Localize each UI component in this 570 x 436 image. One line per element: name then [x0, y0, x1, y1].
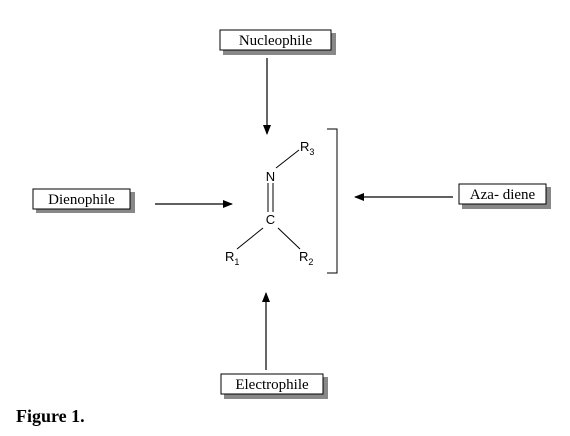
electrophile-label: Electrophile — [235, 377, 309, 393]
r1-group: R1 — [225, 249, 239, 267]
aza-diene-label: Aza- diene — [470, 187, 536, 203]
imine-structure: N C R3 R1 R2 — [225, 139, 314, 267]
r3-group: R3 — [300, 139, 314, 157]
r2-group: R2 — [299, 249, 313, 267]
aza-diene-box: Aza- diene — [458, 183, 551, 209]
nucleophile-box: Nucleophile — [219, 29, 336, 55]
dienophile-box: Dienophile — [32, 188, 135, 213]
right-bracket — [327, 128, 338, 274]
figure-caption: Figure 1. — [16, 406, 85, 426]
dienophile-label: Dienophile — [48, 192, 115, 208]
n-r3-bond — [275, 149, 300, 169]
carbon-atom: C — [266, 212, 275, 227]
nucleophile-label: Nucleophile — [239, 33, 313, 49]
c-r2-bond — [277, 227, 301, 250]
nitrogen-atom: N — [266, 169, 275, 184]
c-r1-bond — [236, 227, 264, 250]
electrophile-box: Electrophile — [220, 373, 328, 399]
